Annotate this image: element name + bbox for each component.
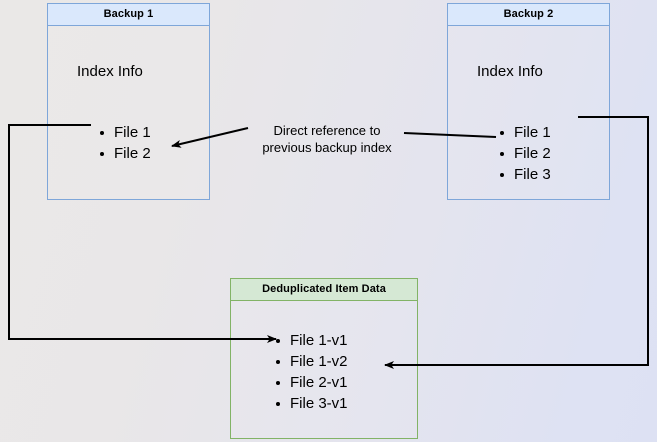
node-backup-1-body: Index Info File 1 File 2: [48, 26, 209, 199]
list-item[interactable]: File 3-v1: [275, 393, 348, 414]
node-backup-1[interactable]: Backup 1 Index Info File 1 File 2: [47, 3, 210, 200]
list-item[interactable]: File 1: [499, 122, 551, 143]
node-backup-1-file-list: File 1 File 2: [99, 122, 151, 164]
node-backup-1-subtitle: Index Info: [77, 63, 143, 80]
edge-label-line-1: Direct reference to: [273, 123, 381, 138]
list-item[interactable]: File 2: [99, 143, 151, 164]
node-backup-2[interactable]: Backup 2 Index Info File 1 File 2 File 3: [447, 3, 610, 200]
node-backup-2-subtitle: Index Info: [477, 63, 543, 80]
list-item[interactable]: File 1-v1: [275, 330, 348, 351]
node-backup-1-header: Backup 1: [48, 4, 209, 26]
list-item[interactable]: File 1: [99, 122, 151, 143]
list-item[interactable]: File 1-v2: [275, 351, 348, 372]
node-deduplicated-item-data[interactable]: Deduplicated Item Data File 1-v1 File 1-…: [230, 278, 418, 439]
list-item[interactable]: File 3: [499, 164, 551, 185]
edge-label-direct-reference: Direct reference to previous backup inde…: [252, 122, 402, 156]
node-backup-2-header: Backup 2: [448, 4, 609, 26]
list-item[interactable]: File 2: [499, 143, 551, 164]
node-backup-2-body: Index Info File 1 File 2 File 3: [448, 26, 609, 199]
node-deduplicated-file-list: File 1-v1 File 1-v2 File 2-v1 File 3-v1: [275, 330, 348, 414]
node-backup-2-file-list: File 1 File 2 File 3: [499, 122, 551, 185]
edge-label-line-2: previous backup index: [262, 140, 392, 155]
list-item[interactable]: File 2-v1: [275, 372, 348, 393]
node-deduplicated-item-data-header: Deduplicated Item Data: [231, 279, 417, 301]
node-deduplicated-item-data-body: File 1-v1 File 1-v2 File 2-v1 File 3-v1: [231, 301, 417, 438]
